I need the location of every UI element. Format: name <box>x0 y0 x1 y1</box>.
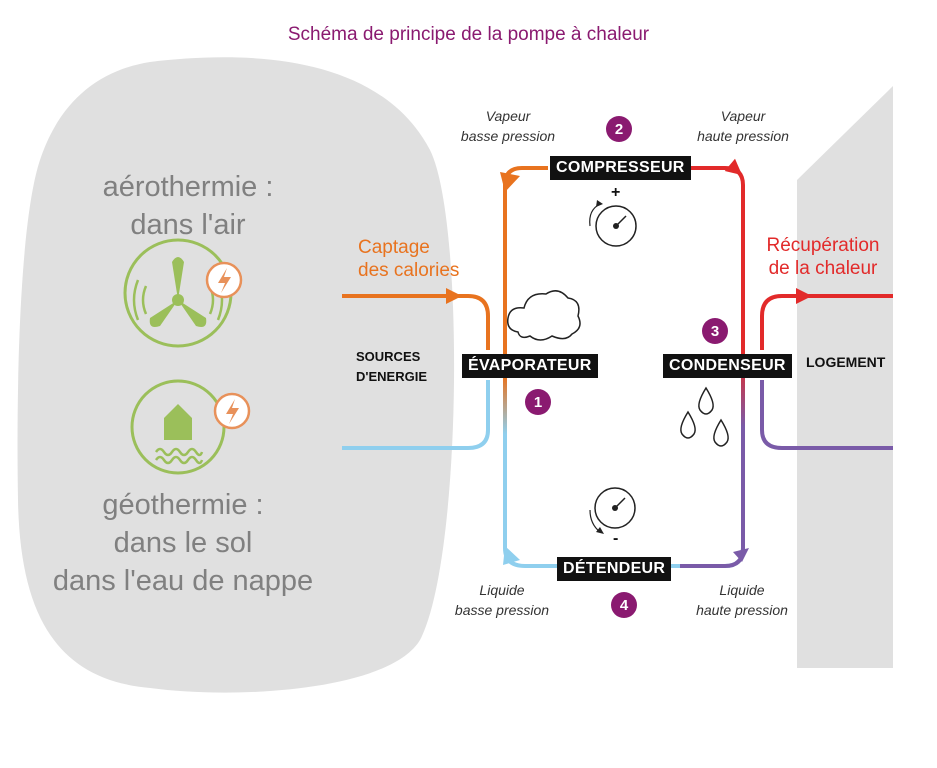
sources-line1: SOURCES <box>356 349 421 364</box>
cloud-icon <box>506 290 581 341</box>
liquide-basse-pression-label: Liquide basse pression <box>440 580 564 620</box>
aerothermie-line1: aérothermie : <box>102 171 274 203</box>
recuperation-line1: Récupération <box>766 235 880 256</box>
recuperation-label: Récupération de la chaleur <box>758 234 888 280</box>
captage-arrow <box>446 288 462 304</box>
liquide-bp-line2: basse pression <box>454 602 550 618</box>
water-drops-icon <box>680 386 729 447</box>
diagram-title: Schéma de principe de la pompe à chaleur <box>287 24 650 45</box>
plus-sign: + <box>611 184 621 201</box>
arrow-liquide-bp <box>503 546 520 565</box>
arrow-vapeur-hp <box>724 158 743 176</box>
liquide-haute-pression-label: Liquide haute pression <box>680 580 804 620</box>
recuperation-circuit-out <box>760 294 893 350</box>
geothermal-house-icon <box>130 379 226 475</box>
liquide-hp-line1: Liquide <box>719 582 765 598</box>
geothermie-line3: dans l'eau de nappe <box>52 565 314 597</box>
evaporateur-label: ÉVAPORATEUR <box>462 354 598 378</box>
recuperation-circuit-in <box>760 380 893 450</box>
minus-sign: - <box>613 530 619 547</box>
gauge-icon <box>589 487 636 534</box>
step-badge-2: 2 <box>606 116 632 142</box>
captage-circuit-in <box>342 294 490 350</box>
liquide-hp-line2: haute pression <box>696 602 788 618</box>
vapeur-haute-pression-label: Vapeur haute pression <box>681 106 805 146</box>
logement-label: LOGEMENT <box>806 354 886 370</box>
step-badge-3: 3 <box>702 318 728 344</box>
sources-line2: D'ENERGIE <box>356 369 427 384</box>
vapeur-basse-pression-label: Vapeur basse pression <box>446 106 570 146</box>
vapeur-bp-line2: basse pression <box>460 128 556 144</box>
sources-energie-label: SOURCES D'ENERGIE <box>356 347 427 387</box>
lightning-icon <box>205 261 243 299</box>
step-badge-1: 1 <box>525 389 551 415</box>
energy-sources-area <box>17 57 455 693</box>
aerothermie-line2: dans l'air <box>130 209 246 241</box>
captage-line1: Captage <box>358 237 430 258</box>
recuperation-line2: de la chaleur <box>768 258 878 279</box>
geothermie-line2: dans le sol <box>113 527 253 559</box>
vapeur-bp-line1: Vapeur <box>485 108 531 124</box>
captage-label: Captage des calories <box>358 236 459 282</box>
condenseur-label: CONDENSEUR <box>663 354 792 378</box>
arrow-liquide-hp <box>733 548 749 562</box>
vapeur-hp-line1: Vapeur <box>720 108 766 124</box>
recuperation-arrow <box>796 288 812 304</box>
aerothermie-label: aérothermie : dans l'air <box>88 168 288 244</box>
lightning-icon <box>213 392 251 430</box>
detendeur-branch-right <box>680 547 745 568</box>
vapeur-hp-line2: haute pression <box>697 128 789 144</box>
liquide-bp-line1: Liquide <box>479 582 525 598</box>
arrow-vapeur-bp <box>500 172 520 192</box>
compresseur-label: COMPRESSEUR <box>550 156 691 180</box>
captage-circuit-out <box>342 380 490 450</box>
geothermie-line1: géothermie : <box>102 489 264 521</box>
captage-line2: des calories <box>358 260 460 281</box>
gauge-icon <box>589 200 637 247</box>
step-badge-4: 4 <box>611 592 637 618</box>
logement-area <box>797 86 893 668</box>
geothermie-label: géothermie : dans le sol dans l'eau de n… <box>38 486 328 600</box>
detendeur-label: DÉTENDEUR <box>557 557 672 581</box>
